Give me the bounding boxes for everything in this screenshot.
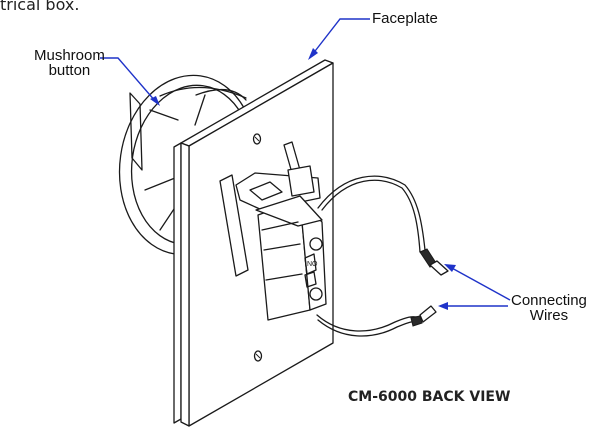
contact-block-drawing: NO: [219, 141, 327, 321]
mushroom-button-label-line1: Mushroom: [34, 47, 105, 64]
figure-caption: CM-6000 BACK VIEW: [348, 389, 511, 405]
connecting-wires-label-line2: Wires: [529, 307, 569, 324]
terminal-marking-no: NO: [307, 261, 318, 268]
faceplate-drawing: [173, 59, 334, 427]
faceplate-leader: [308, 18, 370, 60]
connecting-wires-drawing: [316, 175, 449, 337]
faceplate-label: Faceplate: [372, 10, 438, 27]
connecting-wires-label-line1: Connecting: [511, 292, 587, 309]
mushroom-button-label-line2: button: [48, 62, 91, 79]
mushroom-button-label: Mushroom button: [34, 48, 105, 78]
connecting-wires-label: Connecting Wires: [511, 293, 587, 323]
mushroom-button-leader: [100, 57, 160, 106]
intro-text-fragment: trical box.: [0, 0, 80, 14]
connecting-wires-leader: [438, 264, 511, 310]
